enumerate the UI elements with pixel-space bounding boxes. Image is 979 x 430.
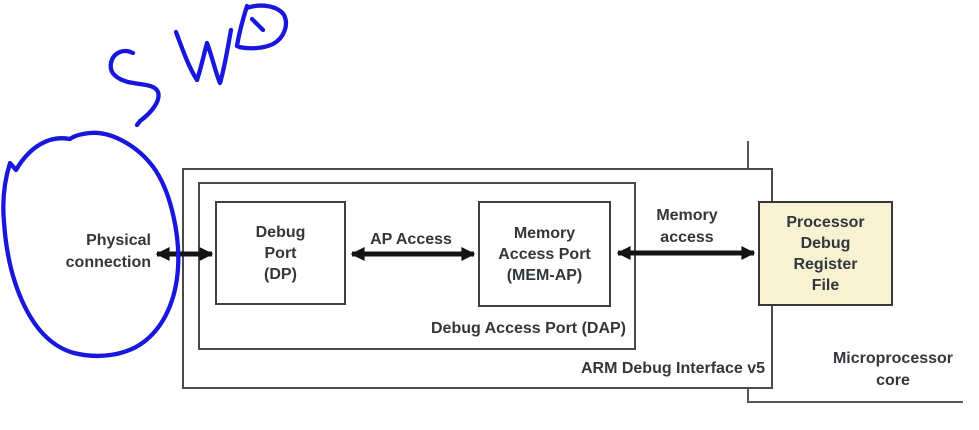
- memory-access-port-box: Memory Access Port (MEM-AP): [478, 201, 611, 307]
- physical-connection-label: Physical connection: [65, 232, 151, 271]
- swd-letter-w: [173, 27, 234, 86]
- debug-port-label: Debug Port (DP): [255, 223, 306, 283]
- arm-debug-interface-label: ARM Debug Interface v5: [580, 360, 765, 377]
- swd-letter-d-inner: [249, 16, 266, 33]
- debug-port-box: Debug Port (DP): [215, 201, 346, 305]
- processor-debug-register-file-box: Processor Debug Register File: [758, 201, 893, 306]
- swd-letter-d-stem: [234, 3, 250, 49]
- swd-letter-d-bowl: [236, 3, 289, 51]
- debug-access-port-box: Debug Access Port (DAP): [198, 182, 636, 350]
- processor-debug-register-file-label: Processor Debug Register File: [786, 213, 865, 294]
- debug-access-port-label: Debug Access Port (DAP): [431, 320, 626, 337]
- memory-access-port-label: Memory Access Port (MEM-AP): [498, 224, 591, 284]
- microprocessor-core-label: Microprocessor core: [832, 350, 954, 389]
- ap-access-label: AP Access: [370, 231, 452, 248]
- handwritten-swd-text: [108, 3, 289, 128]
- memory-access-label: Memory access: [656, 207, 718, 246]
- swd-letter-s: [108, 48, 161, 128]
